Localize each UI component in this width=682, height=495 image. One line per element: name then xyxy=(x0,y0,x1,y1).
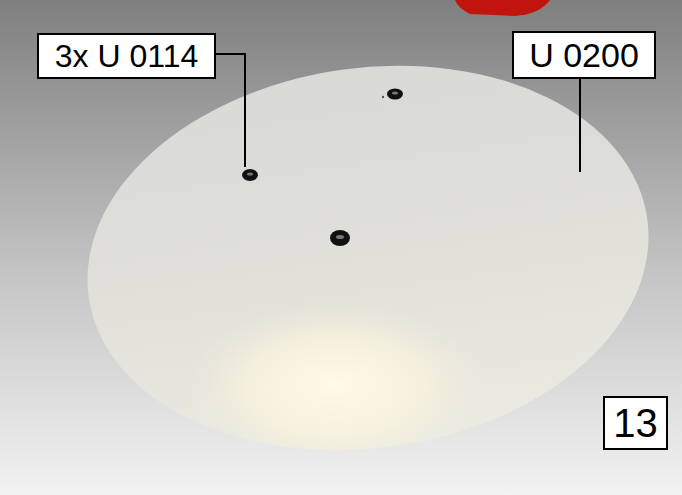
light-reflection xyxy=(185,300,485,470)
part-label: U 0200 xyxy=(512,31,656,79)
step-number: 13 xyxy=(603,396,668,450)
red-part xyxy=(455,0,550,16)
screws xyxy=(242,89,403,247)
disc-plate xyxy=(62,31,673,486)
part-label: 3x U 0114 xyxy=(37,33,216,79)
